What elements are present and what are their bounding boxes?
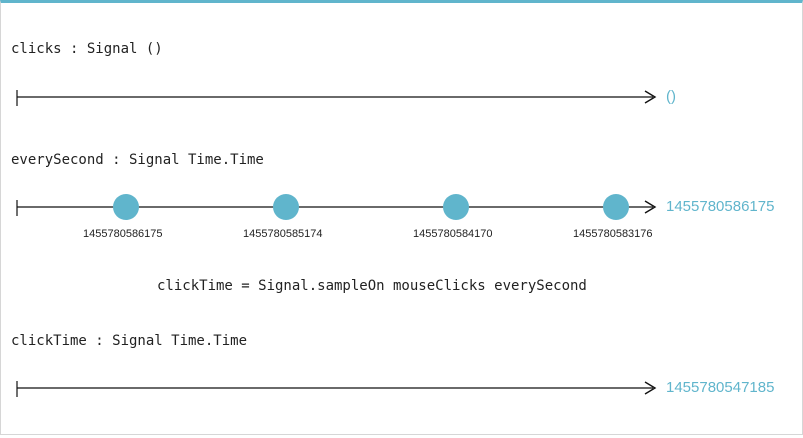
current-value-everysecond: 1455780586175	[666, 198, 775, 215]
clicktime-definition: clickTime = Signal.sampleOn mouseClicks …	[157, 278, 587, 294]
signal-label-clicks: clicks : Signal ()	[11, 41, 163, 57]
signal-label-everysecond: everySecond : Signal Time.Time	[11, 152, 264, 168]
event-dot-3[interactable]	[603, 194, 629, 220]
arrowhead-right-icon	[644, 200, 657, 214]
event-value-2: 1455780584170	[413, 228, 493, 240]
event-value-0: 1455780586175	[83, 228, 163, 240]
timeline-clicks: ()	[0, 87, 803, 147]
current-value-clicktime: 1455780547185	[666, 379, 775, 396]
arrowhead-right-icon	[644, 381, 657, 395]
current-value-clicks: ()	[666, 88, 676, 105]
timeline-axis-clicks	[16, 90, 657, 106]
event-value-1: 1455780585174	[243, 228, 323, 240]
event-dot-2[interactable]	[443, 194, 469, 220]
arrowhead-right-icon	[644, 90, 657, 104]
event-dot-1[interactable]	[273, 194, 299, 220]
signal-label-clicktime: clickTime : Signal Time.Time	[11, 333, 248, 349]
timeline-axis-clicktime	[16, 381, 657, 397]
event-value-3: 1455780583176	[573, 228, 653, 240]
timeline-everysecond: 1455780586175 1455780585174 145578058417…	[0, 194, 803, 257]
event-dot-0[interactable]	[113, 194, 139, 220]
timeline-clicktime: 1455780547185	[0, 378, 803, 438]
